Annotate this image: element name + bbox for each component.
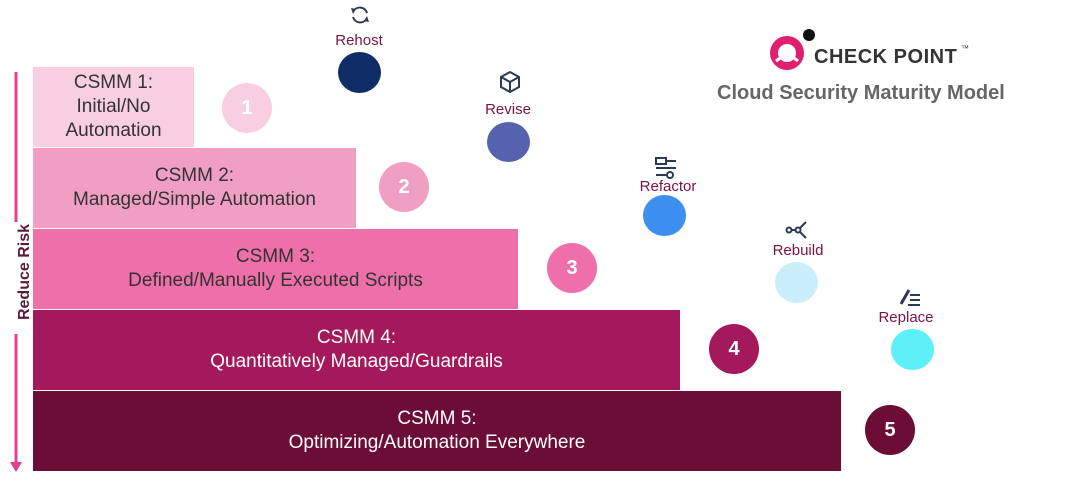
level-5-badge: 5 — [865, 405, 915, 455]
strategy-revise-dot — [487, 122, 530, 162]
cube-icon — [500, 70, 520, 94]
checkpoint-logo: CHECK POINT ™ — [766, 28, 1036, 76]
level-1-badge: 1 — [222, 83, 272, 133]
strategy-rehost-dot — [338, 52, 381, 93]
level-5-title: CSMM 5: — [397, 408, 477, 429]
level-3-step: CSMM 3: Defined/Manually Executed Script… — [33, 229, 518, 309]
level-4-badge: 4 — [709, 324, 759, 374]
level-5-step: CSMM 5: Optimizing/Automation Everywhere — [33, 391, 841, 471]
level-4-desc: Quantitatively Managed/Guardrails — [210, 351, 503, 372]
sliders-icon — [655, 157, 676, 179]
level-3-desc: Defined/Manually Executed Scripts — [128, 270, 423, 291]
level-5-desc: Optimizing/Automation Everywhere — [288, 432, 586, 453]
level-4-step: CSMM 4: Quantitatively Managed/Guardrail… — [33, 310, 680, 390]
level-3-badge: 3 — [547, 243, 597, 293]
strategy-replace-dot — [891, 329, 934, 370]
reduce-risk-arrow — [10, 72, 22, 472]
level-2-desc: Managed/Simple Automation — [73, 189, 316, 210]
strategy-refactor-dot — [643, 195, 686, 236]
level-4-title: CSMM 4: — [316, 327, 397, 348]
brand-name: CHECK POINT — [814, 46, 958, 68]
axis-label: Reduce Risk — [16, 223, 33, 321]
edit-list-icon — [899, 289, 920, 306]
page-title: Cloud Security Maturity Model — [717, 82, 1005, 104]
level-2-step: CSMM 2: Managed/Simple Automation — [33, 148, 356, 228]
checkpoint-logo-icon — [770, 29, 815, 70]
share-nodes-icon — [785, 221, 807, 239]
strategy-replace-label: Replace — [878, 309, 934, 326]
level-1-desc-2: Automation — [65, 120, 162, 141]
level-1-step: CSMM 1: Initial/No Automation — [33, 67, 194, 147]
strategy-rebuild-label: Rebuild — [772, 242, 824, 259]
brand-trademark: ™ — [961, 44, 969, 53]
level-3-title: CSMM 3: — [235, 246, 316, 267]
level-2-title: CSMM 2: — [154, 165, 235, 186]
level-1-desc: Initial/No — [76, 96, 151, 117]
level-1-title: CSMM 1: — [73, 72, 154, 93]
level-2-badge: 2 — [379, 162, 429, 212]
strategy-rehost-label: Rehost — [335, 32, 383, 49]
refresh-icon — [351, 6, 369, 24]
strategy-rebuild-dot — [775, 262, 818, 303]
strategy-revise-label: Revise — [485, 101, 531, 118]
strategy-refactor-label: Refactor — [639, 178, 697, 195]
